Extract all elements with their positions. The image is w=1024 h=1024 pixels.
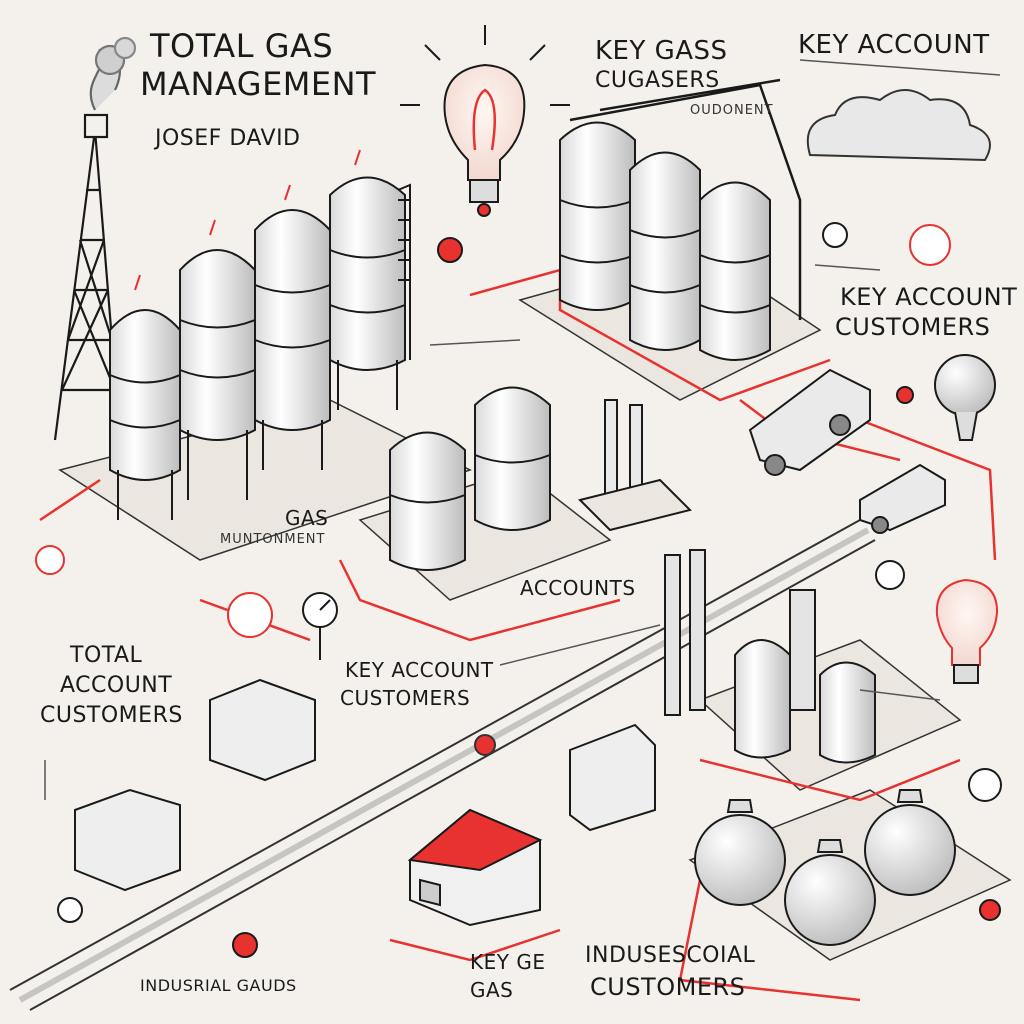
indusescoial-customers-line-2: CUSTOMERS [590,973,746,1001]
storage-tanks-center [389,386,692,571]
storage-tank [629,151,701,351]
key-ge-label-line-1: KEY GE [470,950,546,974]
total-account-customers-line-1: TOTAL [70,643,143,668]
balloon-icon [934,354,996,441]
lightbulb-icon [400,25,570,217]
storage-tank [699,181,771,361]
key-ge-label-line-2: GAS [470,978,514,1002]
sketch-scribbles [44,59,1001,800]
accounts-label: ACCOUNTS [520,576,636,600]
buildings [74,678,656,927]
storage-tanks-top-right [559,78,802,361]
key-gass-label-line-1: KEY GASS [595,36,728,66]
key-account-customers-center-line-2: CUSTOMERS [340,686,471,710]
storage-tank [329,176,411,410]
oudonent-label: OUDONENT [690,103,774,118]
total-account-customers-line-2: ACCOUNT [60,673,173,698]
key-account-customers-right-line-2: CUSTOMERS [835,313,991,341]
storage-tank [254,209,331,470]
muntonment-label: MUNTONMENT [220,532,326,547]
gas-label: GAS [285,506,329,530]
industrial-gauds-label: INDUSRIAL GAUDS [140,976,297,995]
spherical-tanks [694,789,956,946]
key-account-customers-right-line-1: KEY ACCOUNT [840,283,1018,311]
warehouse-icon [407,808,543,927]
key-gass-label-line-2: CUGASERS [595,68,720,93]
pipeline [9,519,876,1011]
storage-tanks-left [109,149,411,520]
storage-tank [389,431,466,571]
cloud-icon [806,89,991,162]
indusescoial-customers-line-1: INDUSESCOIAL [585,943,756,968]
key-account-customers-center-line-1: KEY ACCOUNT [345,658,494,682]
pressure-gauge-icon [35,222,1002,958]
title-line-2: MANAGEMENT [140,65,377,103]
storage-tank [179,249,256,500]
author-name: JOSEF DAVID [155,126,301,151]
truck-icon [748,368,946,534]
storage-tank [559,121,636,311]
lightbulb-icon [935,578,999,684]
total-account-customers-line-3: CUSTOMERS [40,703,183,728]
key-account-top-label: KEY ACCOUNT [798,30,990,60]
industrial-plant [664,549,876,764]
title-line-1: TOTAL GAS [150,27,334,65]
storage-tank [474,386,551,531]
